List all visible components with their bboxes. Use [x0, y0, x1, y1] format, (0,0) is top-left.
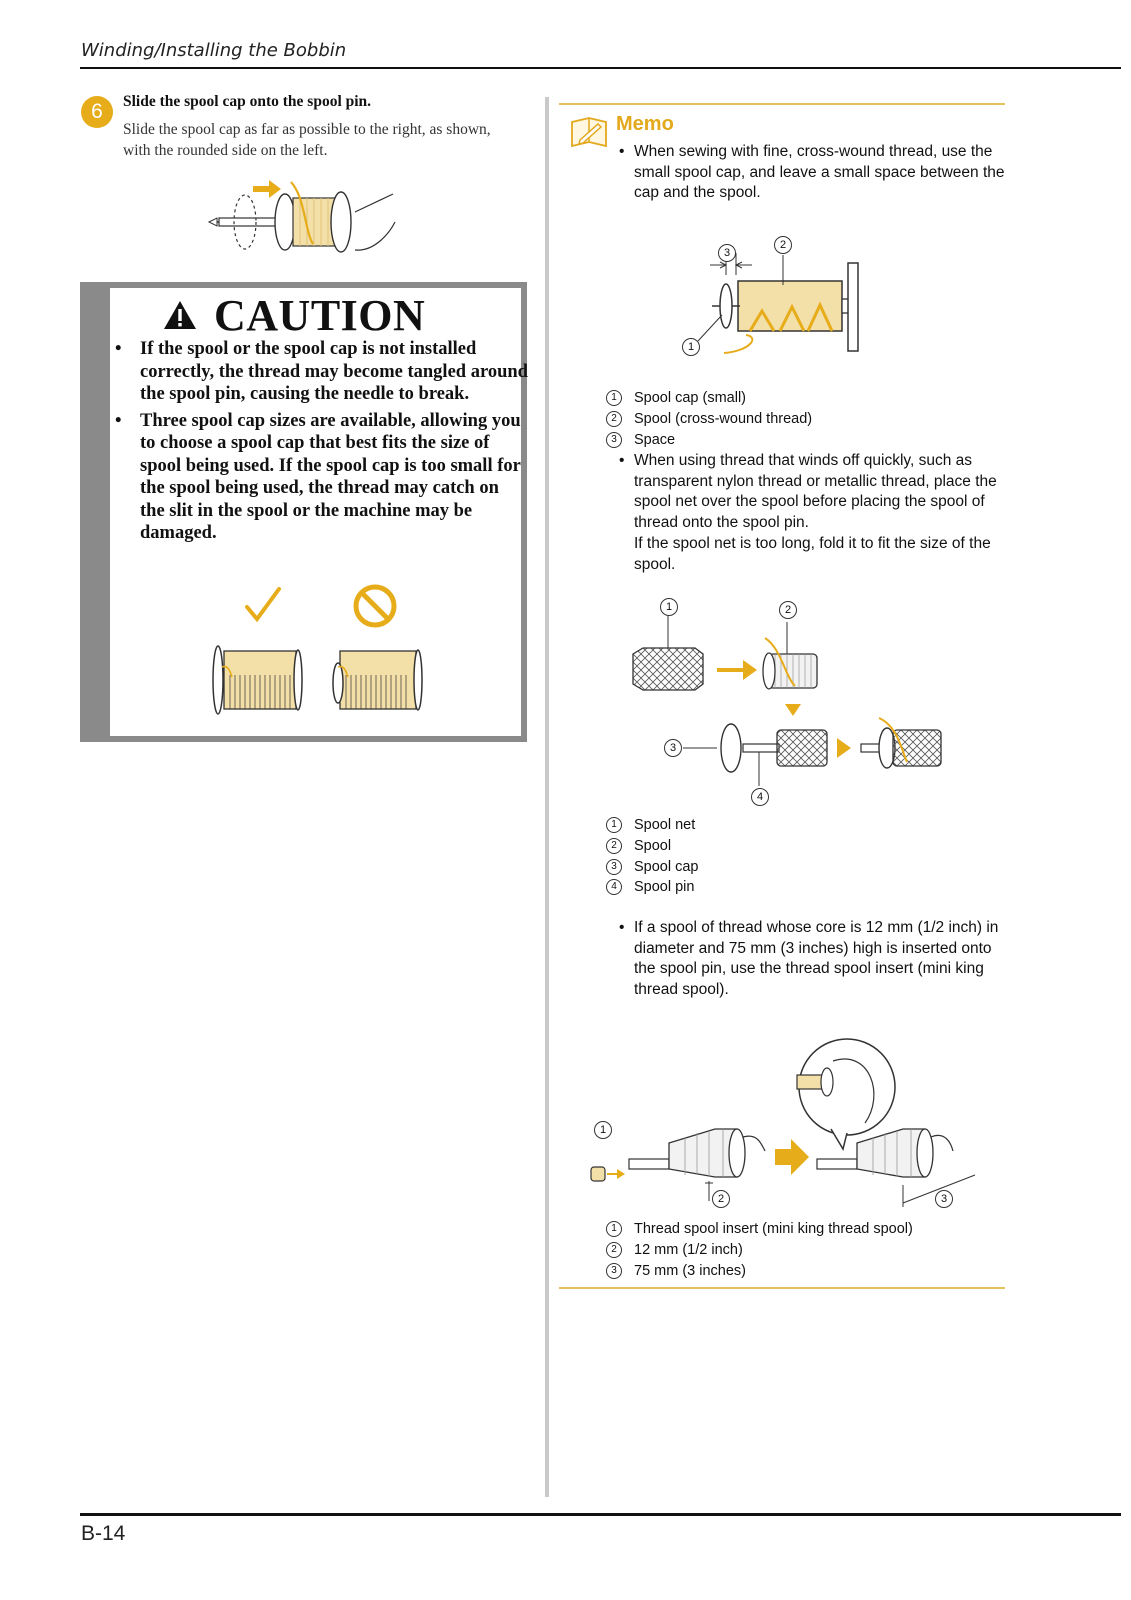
figure2-label-4: 4: [751, 788, 769, 806]
thread-spool-insert-figure: [590, 1038, 976, 1207]
bullet-dot: •: [619, 919, 625, 936]
figure1-label-3: 3: [718, 244, 736, 262]
legend-text: Spool cap (small): [634, 390, 747, 407]
column-divider: [545, 97, 549, 1497]
memo-title: Memo: [616, 113, 674, 135]
page-number: B-14: [81, 1522, 126, 1545]
figure1-legend: 1 Spool cap (small) 2 Spool (cross-wound t…: [606, 388, 812, 450]
caution-item-2: Three spool cap sizes are available, all…: [113, 410, 528, 545]
legend-row: 1 Spool net: [606, 815, 699, 836]
bullet-dot: •: [619, 452, 625, 469]
legend-text: Spool: [634, 838, 672, 855]
memo-bottom-rule: [559, 1287, 1005, 1289]
legend-text: Spool cap: [634, 858, 699, 875]
legend-number: 4: [606, 879, 622, 896]
legend-number: 3: [606, 1262, 622, 1279]
header-rule: [80, 67, 1121, 69]
legend-number: 2: [606, 1242, 622, 1259]
caution-list: If the spool or the spool cap is not ins…: [113, 338, 528, 549]
legend-row: 4 Spool pin: [606, 877, 699, 898]
figure3-label-3: 3: [935, 1190, 953, 1208]
spool-net-figure: [632, 616, 942, 786]
figure1-label-1: 1: [682, 338, 700, 356]
legend-number: 1: [606, 1221, 622, 1238]
correct-spool-illustration: [212, 645, 303, 715]
legend-row: 2 12 mm (1/2 inch): [606, 1240, 913, 1261]
incorrect-spool-illustration: [332, 649, 423, 711]
legend-number: 3: [606, 431, 622, 448]
step-body: Slide the spool cap as far as possible t…: [123, 121, 491, 159]
memo-bullet-3: • If a spool of thread whose core is 12 m…: [619, 918, 1014, 1001]
legend-text: Spool net: [634, 817, 696, 834]
checkmark-icon: [245, 587, 281, 623]
memo-icon: [571, 117, 607, 148]
legend-row: 3 75 mm (3 inches): [606, 1260, 913, 1281]
figure3-label-1: 1: [594, 1121, 612, 1139]
figure2-legend: 1 Spool net 2 Spool 3 Spool cap 4 Spool pin: [606, 815, 699, 898]
legend-number: 1: [606, 390, 622, 407]
page-header-title: Winding/Installing the Bobbin: [81, 40, 347, 61]
step-number-badge: 6: [81, 96, 113, 128]
prohibited-icon: [353, 584, 397, 628]
legend-number: 1: [606, 817, 622, 834]
legend-row: 1 Thread spool insert (mini king thread s…: [606, 1219, 913, 1240]
legend-text: Spool pin: [634, 879, 695, 896]
legend-text: 12 mm (1/2 inch): [634, 1242, 743, 1259]
memo-bullet-1: • When sewing with fine, cross-wound thre…: [619, 142, 1014, 204]
caution-item-1: If the spool or the spool cap is not ins…: [113, 338, 528, 406]
legend-text: 75 mm (3 inches): [634, 1262, 747, 1279]
legend-row: 1 Spool cap (small): [606, 388, 812, 409]
figure2-label-3: 3: [664, 739, 682, 757]
legend-number: 3: [606, 858, 622, 875]
bullet-dot: •: [619, 143, 625, 160]
legend-row: 3 Space: [606, 429, 812, 450]
memo-bullet-2-extra-text: If the spool net is too long, fold it to…: [634, 534, 991, 573]
warning-triangle-icon: [164, 301, 196, 329]
footer-rule: [80, 1513, 1121, 1516]
spool-cap-illustration: [207, 180, 396, 253]
legend-row: 3 Spool cap: [606, 856, 699, 877]
memo-bullet-2: • When using thread that winds off quickl…: [619, 451, 1014, 575]
figure3-legend: 1 Thread spool insert (mini king thread s…: [606, 1219, 913, 1281]
legend-text: Thread spool insert (mini king thread sp…: [634, 1221, 913, 1238]
memo-bullet-3-text: If a spool of thread whose core is 12 mm…: [634, 919, 999, 999]
legend-number: 2: [606, 838, 622, 855]
legend-row: 2 Spool (cross-wound thread): [606, 409, 812, 430]
caution-heading: CAUTION: [214, 291, 426, 340]
memo-top-rule: [559, 103, 1005, 105]
memo-bullet-1-text: When sewing with fine, cross-wound threa…: [634, 143, 1005, 202]
small-spool-cap-figure: [697, 253, 859, 354]
memo-bullet-2-text: When using thread that winds off quickly…: [634, 452, 997, 532]
step-title: Slide the spool cap onto the spool pin.: [123, 93, 372, 110]
legend-text: Space: [634, 431, 676, 448]
figure2-label-2: 2: [779, 601, 797, 619]
legend-text: Spool (cross-wound thread): [634, 411, 813, 428]
legend-row: 2 Spool: [606, 836, 699, 857]
figure3-label-2: 2: [712, 1190, 730, 1208]
figure2-label-1: 1: [660, 598, 678, 616]
legend-number: 2: [606, 411, 622, 428]
figure1-label-2: 2: [774, 236, 792, 254]
